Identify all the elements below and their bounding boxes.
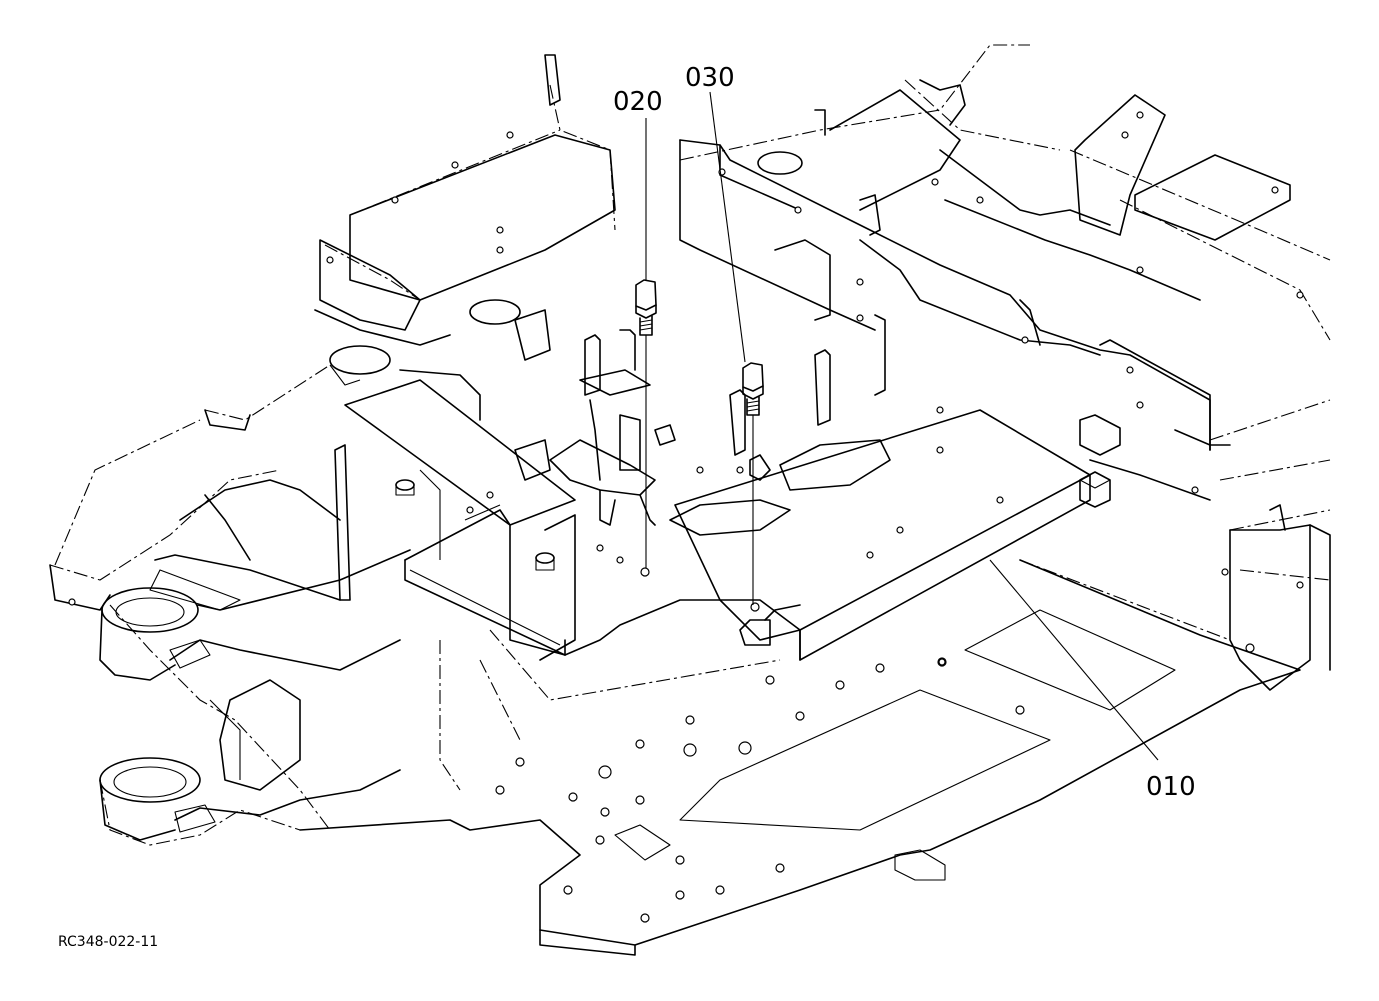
hole <box>875 663 885 673</box>
hole <box>1021 336 1029 344</box>
hole <box>683 743 697 757</box>
hole <box>451 161 459 169</box>
hole <box>68 598 76 606</box>
hole <box>1136 266 1144 274</box>
hole <box>1221 568 1229 576</box>
hole <box>976 196 984 204</box>
hole <box>696 466 704 474</box>
hole <box>835 680 845 690</box>
hole <box>856 314 864 322</box>
swing-bracket <box>49 409 411 841</box>
hole <box>856 278 864 286</box>
hole <box>1191 486 1199 494</box>
hole <box>496 246 504 254</box>
hole <box>936 406 944 414</box>
hole <box>996 496 1004 504</box>
right-upper-frame <box>679 79 1331 691</box>
stand-box <box>334 369 801 661</box>
hole <box>931 178 939 186</box>
hole <box>1271 186 1279 194</box>
hole <box>506 131 514 139</box>
hole <box>795 711 805 721</box>
hole <box>775 863 785 873</box>
hole <box>598 765 612 779</box>
leader-lines <box>645 91 1159 761</box>
hole <box>685 715 695 725</box>
hole <box>715 885 725 895</box>
seat-plate <box>596 406 1111 666</box>
callout-030[interactable]: 030 <box>685 63 735 93</box>
floor-plate <box>299 559 1301 956</box>
hole <box>640 567 650 577</box>
hole <box>496 226 504 234</box>
hole <box>486 491 494 499</box>
bolt-020 <box>635 279 657 568</box>
hole <box>675 890 685 900</box>
hole <box>675 855 685 865</box>
hole <box>866 551 874 559</box>
hole <box>568 792 578 802</box>
hole <box>595 835 605 845</box>
hole <box>936 446 944 454</box>
hole <box>326 256 334 264</box>
hole <box>794 206 802 214</box>
frame-phantom-outline <box>49 44 1331 846</box>
hole <box>1136 111 1144 119</box>
hole <box>391 196 399 204</box>
hole <box>515 757 525 767</box>
hole <box>1136 401 1144 409</box>
hole <box>765 675 775 685</box>
hole <box>466 506 474 514</box>
hole <box>1126 366 1134 374</box>
hole <box>635 739 645 749</box>
hole <box>1121 131 1129 139</box>
hole <box>736 466 744 474</box>
hole <box>635 795 645 805</box>
hole <box>600 807 610 817</box>
hole <box>563 885 573 895</box>
hole <box>1015 705 1025 715</box>
hole <box>896 526 904 534</box>
callout-020[interactable]: 020 <box>613 87 663 117</box>
hole <box>495 785 505 795</box>
center-pillars <box>514 309 831 526</box>
hole <box>640 913 650 923</box>
hole <box>738 741 752 755</box>
hole <box>1296 581 1304 589</box>
hole <box>616 556 624 564</box>
floor-plate-holes <box>495 657 1025 923</box>
hole <box>750 602 760 612</box>
drawing-reference-code: RC348-022-11 <box>58 934 158 950</box>
hole <box>1245 643 1255 653</box>
left-upper-frame <box>314 54 616 386</box>
bolt-030 <box>742 362 764 605</box>
callout-010[interactable]: 010 <box>1146 772 1196 802</box>
hole <box>1296 291 1304 299</box>
hole <box>938 658 946 666</box>
hole <box>596 544 604 552</box>
